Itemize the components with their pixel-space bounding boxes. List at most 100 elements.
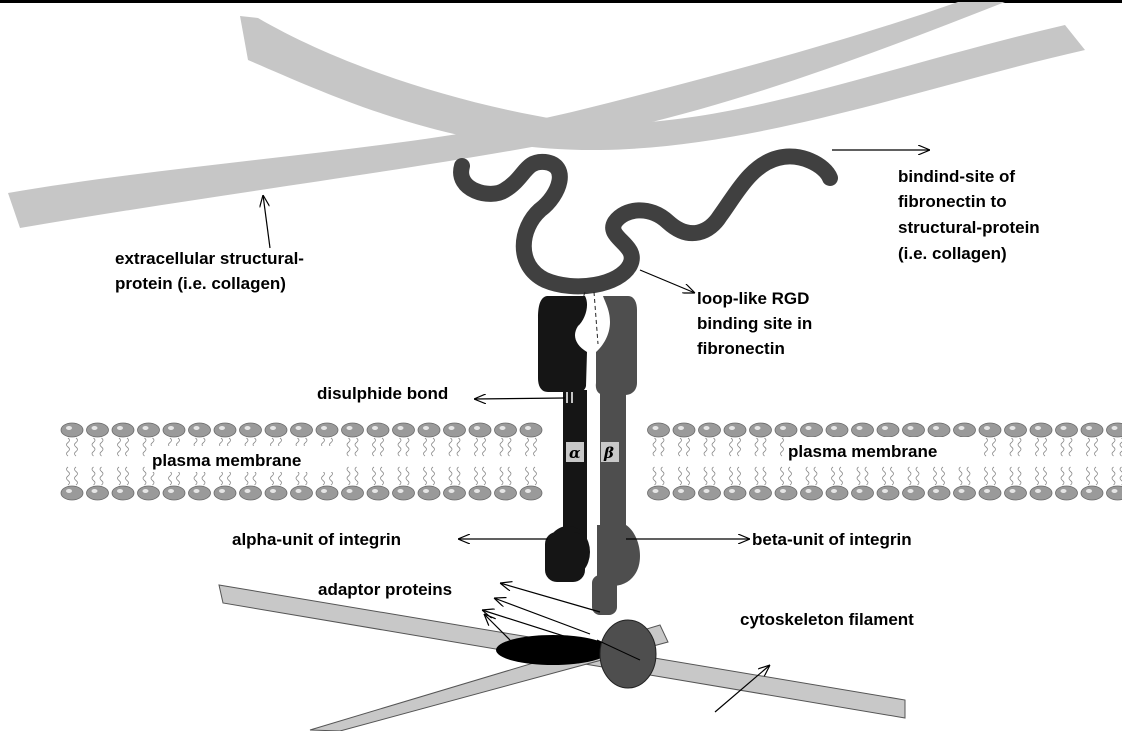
lipid-head bbox=[673, 423, 695, 437]
lipid-tail bbox=[100, 467, 103, 485]
lipid-head bbox=[928, 423, 950, 437]
lipid-tail bbox=[457, 467, 460, 485]
lipid-head bbox=[673, 486, 695, 500]
lipid-tail bbox=[814, 467, 817, 485]
lipid-tail bbox=[67, 438, 70, 456]
lipid-head-highlight bbox=[219, 426, 225, 430]
lipid-tail bbox=[457, 438, 460, 456]
lipid-head-highlight bbox=[92, 489, 98, 493]
lipid-tail bbox=[1010, 438, 1013, 456]
lipid-head bbox=[648, 423, 670, 437]
svg-text:structural-protein: structural-protein bbox=[898, 218, 1040, 237]
label-binding-site: bindind-site of fibronectin to structura… bbox=[898, 167, 1040, 263]
lipid-tail bbox=[1061, 467, 1064, 485]
lipid-head bbox=[367, 486, 389, 500]
lipid-tail bbox=[381, 467, 384, 485]
lipid-head-highlight bbox=[806, 426, 812, 430]
lipid-head bbox=[750, 486, 772, 500]
lipid-tail bbox=[755, 467, 758, 485]
lipid-head-highlight bbox=[882, 426, 888, 430]
arrow-rgd bbox=[640, 270, 695, 293]
lipid-head-highlight bbox=[1061, 489, 1067, 493]
lipid-head-highlight bbox=[168, 426, 174, 430]
lipid-head-highlight bbox=[857, 489, 863, 493]
lipid-tail bbox=[1095, 438, 1098, 456]
lipid-head bbox=[775, 423, 797, 437]
lipid-tail bbox=[398, 467, 401, 485]
lipid-tail bbox=[661, 438, 664, 456]
lipid-head bbox=[393, 423, 415, 437]
label-beta-unit: beta-unit of integrin bbox=[752, 530, 912, 549]
lipid-tail bbox=[475, 467, 478, 485]
lipid-head-highlight bbox=[755, 489, 761, 493]
lipid-head-highlight bbox=[245, 489, 251, 493]
lipid-head bbox=[1081, 486, 1103, 500]
lipid-head-highlight bbox=[219, 489, 225, 493]
label-plasma-membrane-right: plasma membrane bbox=[788, 442, 937, 461]
lipid-head bbox=[469, 486, 491, 500]
lipid-head bbox=[877, 423, 899, 437]
lipid-head bbox=[367, 423, 389, 437]
lipid-head-highlight bbox=[1035, 426, 1041, 430]
svg-text:bindind-site of: bindind-site of bbox=[898, 167, 1015, 186]
lipid-head bbox=[1056, 423, 1078, 437]
lipid-tail bbox=[840, 467, 843, 485]
lipid-head-highlight bbox=[678, 489, 684, 493]
lipid-head-highlight bbox=[347, 426, 353, 430]
lipid-tail bbox=[959, 467, 962, 485]
lipid-head bbox=[163, 423, 185, 437]
lipid-head-highlight bbox=[831, 489, 837, 493]
lipid-tail bbox=[704, 467, 707, 485]
lipid-tail bbox=[763, 467, 766, 485]
lipid-tail bbox=[908, 467, 911, 485]
lipid-tail bbox=[806, 467, 809, 485]
lipid-head bbox=[469, 423, 491, 437]
lipid-head bbox=[495, 423, 517, 437]
lipid-head bbox=[316, 423, 338, 437]
lipid-head bbox=[214, 486, 236, 500]
lipid-head-highlight bbox=[882, 489, 888, 493]
lipid-tail bbox=[653, 438, 656, 456]
lipid-head bbox=[775, 486, 797, 500]
lipid-head-highlight bbox=[194, 489, 200, 493]
arrow-collagen bbox=[263, 195, 270, 248]
lipid-head-highlight bbox=[270, 489, 276, 493]
lipid-tail bbox=[738, 438, 741, 456]
lipid-head-highlight bbox=[806, 489, 812, 493]
lipid-head-highlight bbox=[194, 426, 200, 430]
lipid-head-highlight bbox=[168, 489, 174, 493]
lipid-tail bbox=[508, 467, 511, 485]
lipid-tail bbox=[526, 467, 529, 485]
lipid-tail bbox=[75, 438, 78, 456]
lipid-head bbox=[265, 486, 287, 500]
label-plasma-membrane-left: plasma membrane bbox=[152, 451, 301, 470]
lipid-head bbox=[1005, 423, 1027, 437]
lipid-head bbox=[444, 423, 466, 437]
lipid-tail bbox=[475, 438, 478, 456]
lipid-head-highlight bbox=[1086, 489, 1092, 493]
lipid-head bbox=[699, 486, 721, 500]
lipid-head bbox=[699, 423, 721, 437]
lipid-head bbox=[801, 486, 823, 500]
lipid-tail bbox=[1044, 467, 1047, 485]
lipid-tail bbox=[534, 467, 537, 485]
lipid-tail bbox=[865, 467, 868, 485]
lipid-head bbox=[724, 486, 746, 500]
lipid-head bbox=[444, 486, 466, 500]
lipid-head bbox=[852, 486, 874, 500]
lipid-tail bbox=[1018, 438, 1021, 456]
lipid-tail bbox=[1044, 438, 1047, 456]
lipid-head-highlight bbox=[449, 426, 455, 430]
lipid-tail bbox=[347, 467, 350, 485]
lipid-tail bbox=[424, 467, 427, 485]
lipid-tail bbox=[679, 438, 682, 456]
lipid-tail bbox=[687, 438, 690, 456]
svg-text:protein (i.e. collagen): protein (i.e. collagen) bbox=[115, 274, 286, 293]
lipid-head bbox=[1005, 486, 1027, 500]
lipid-tail bbox=[1036, 467, 1039, 485]
lipid-head-highlight bbox=[449, 489, 455, 493]
lipid-head bbox=[418, 423, 440, 437]
lipid-head bbox=[61, 486, 83, 500]
lipid-tail bbox=[687, 467, 690, 485]
lipid-head-highlight bbox=[398, 489, 404, 493]
